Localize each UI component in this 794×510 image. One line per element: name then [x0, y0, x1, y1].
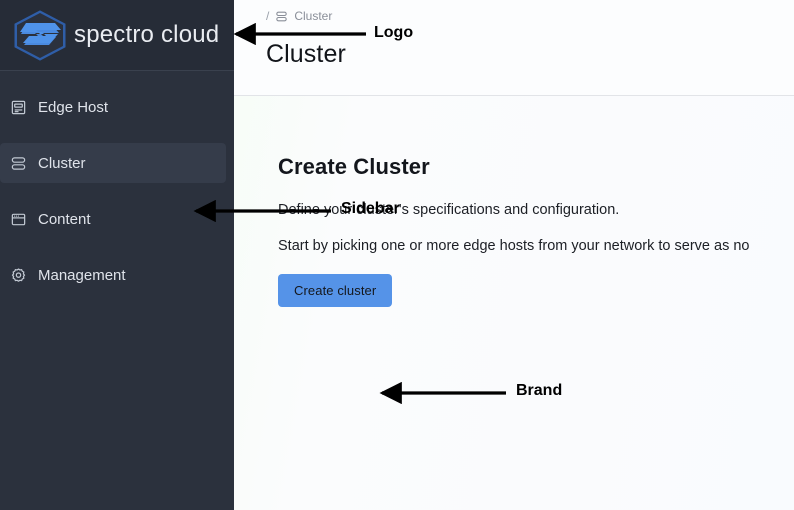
- sidebar: spectro cloud Edge Host: [0, 0, 234, 510]
- sidebar-nav: Edge Host Cluster: [0, 71, 234, 295]
- sidebar-item-management[interactable]: Management: [0, 255, 226, 295]
- sidebar-item-edge-host[interactable]: Edge Host: [0, 87, 226, 127]
- content-body: Create Cluster Define your cluster's spe…: [234, 96, 794, 510]
- page-title: Cluster: [266, 40, 346, 68]
- breadcrumb-item-cluster[interactable]: Cluster: [294, 9, 333, 23]
- breadcrumb-separator: /: [266, 9, 270, 23]
- stacked-layers-icon: [275, 10, 288, 23]
- description-line-2: Start by picking one or more edge hosts …: [278, 238, 750, 254]
- sidebar-item-label: Cluster: [38, 154, 86, 172]
- sidebar-item-content[interactable]: Content: [0, 199, 226, 239]
- create-cluster-button[interactable]: Create cluster: [278, 274, 393, 307]
- browser-window-icon: [10, 211, 38, 228]
- sidebar-item-label: Management: [38, 266, 126, 284]
- spectro-cloud-logo-icon: [12, 9, 68, 61]
- page-header: / Cluster Cluster: [234, 0, 794, 96]
- section-title: Create Cluster: [278, 154, 430, 179]
- brand-header[interactable]: spectro cloud: [0, 0, 234, 71]
- sidebar-item-cluster[interactable]: Cluster: [0, 143, 226, 183]
- breadcrumb: / Cluster: [266, 6, 794, 26]
- brand-name: spectro cloud: [74, 21, 220, 48]
- sidebar-item-label: Edge Host: [38, 98, 109, 116]
- sidebar-item-label: Content: [38, 210, 91, 228]
- main-content: / Cluster Cluster Create Cluster Define …: [234, 0, 794, 510]
- server-rack-icon: [10, 99, 38, 116]
- stacked-layers-icon: [10, 155, 38, 172]
- description-line-1: Define your cluster's specifications and…: [278, 202, 620, 218]
- gear-icon: [10, 267, 38, 284]
